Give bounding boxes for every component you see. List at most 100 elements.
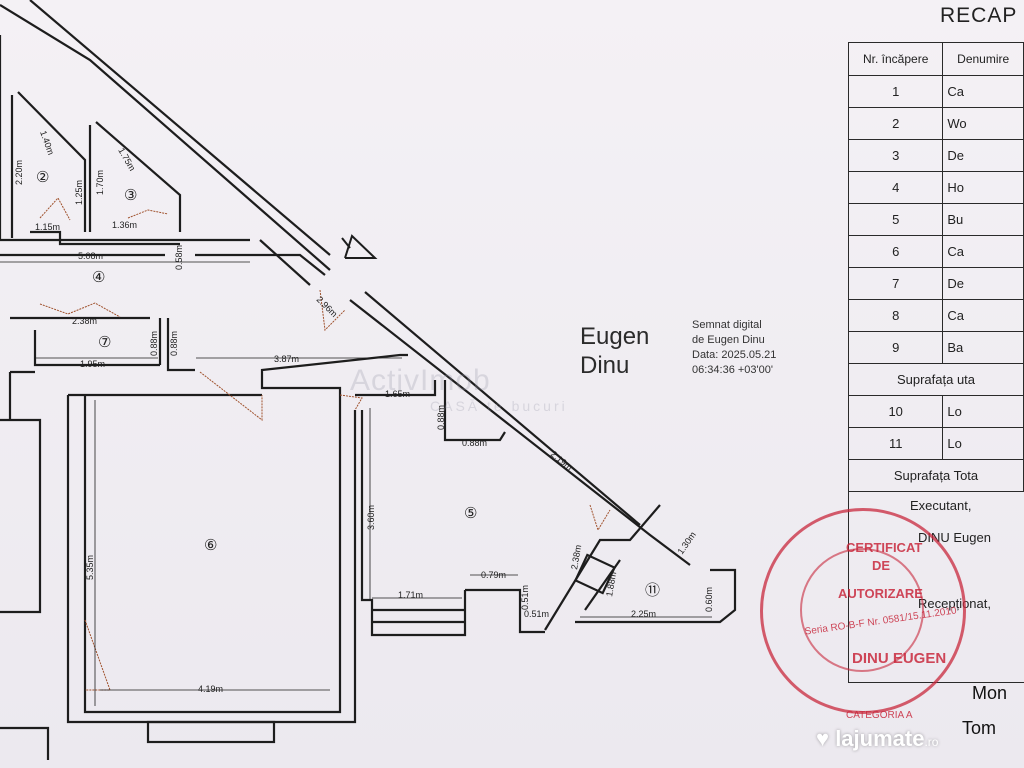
cell-den: Lo <box>942 427 1024 460</box>
dim-label: 2.96m <box>315 294 340 319</box>
dim-label: 1.40m <box>38 129 56 156</box>
cell-den: Ho <box>942 171 1024 204</box>
signature-last: Dinu <box>580 352 630 379</box>
signature-meta-line: Data: 2025.05.21 <box>692 349 777 361</box>
dim-label: 0.51m <box>520 585 530 610</box>
wall <box>0 726 50 760</box>
wall <box>0 35 250 242</box>
dim-label: 4.19m <box>198 684 223 694</box>
cell-den: Ba <box>942 331 1024 364</box>
signature-meta: Semnat digital de Eugen Dinu Data: 2025.… <box>692 318 776 378</box>
room-number: ⑪ <box>645 582 660 599</box>
signature-name: Eugen Dinu <box>580 322 649 380</box>
table-header: Nr. încăpere Denumire <box>847 42 1024 76</box>
room-number: ③ <box>124 187 137 204</box>
dim-label: 0.60m <box>704 587 714 612</box>
dim-label: 2.38m <box>569 544 583 570</box>
door-swing <box>339 394 363 411</box>
wall <box>29 0 331 256</box>
wall <box>30 230 180 246</box>
cell-nr: 2 <box>847 107 944 140</box>
executant-label: Executant, <box>910 498 972 513</box>
cell-nr: 6 <box>847 235 944 268</box>
stair-block <box>574 553 616 595</box>
arrow-icon <box>341 234 378 259</box>
dim-label: 0.79m <box>481 570 506 580</box>
room-number: ② <box>36 169 49 186</box>
wall <box>66 395 85 724</box>
watermark-logo: ActivImob <box>350 364 491 397</box>
total-label: Suprafața Tota <box>848 459 1024 492</box>
wall <box>544 504 661 631</box>
dim-label: 0.88m <box>169 331 179 356</box>
dim-label: 2.20m <box>14 160 24 185</box>
dim-label: 0.88m <box>436 405 446 430</box>
header-den: Denumire <box>942 42 1024 76</box>
wall <box>166 318 195 372</box>
dim-label: 2.25m <box>631 609 656 619</box>
signature-meta-line: Semnat digital <box>692 319 762 331</box>
door-swing <box>199 371 263 422</box>
cell-nr: 5 <box>847 203 944 236</box>
dim-label: 1.95m <box>80 359 105 369</box>
cell-den: Ca <box>942 299 1024 332</box>
brand-logo: ♥ lajumate.ro <box>816 726 938 752</box>
wall <box>575 568 737 624</box>
room-number: ⑦ <box>98 334 111 351</box>
cell-den: De <box>942 139 1024 172</box>
brand-name: lajumate <box>835 726 925 751</box>
cell-nr: 3 <box>847 139 944 172</box>
door-swing <box>319 289 346 332</box>
dim-label: 5.08m <box>78 251 103 261</box>
room-number: ⑤ <box>464 505 477 522</box>
wall <box>349 299 691 566</box>
header-nr: Nr. încăpere <box>847 42 944 76</box>
footer-text-mon: Mon <box>972 683 1008 703</box>
cell-den: Ca <box>942 235 1024 268</box>
cell-den: Lo <box>942 395 1024 428</box>
dim-label: 1.71m <box>398 590 423 600</box>
dim-label: 3.60m <box>366 505 376 530</box>
stamp-text: CATEGORIA A <box>846 710 913 721</box>
dim-label: 1.88m <box>604 571 618 597</box>
dim-label: 1.15m <box>35 222 60 232</box>
door-swing <box>127 209 169 219</box>
cell-den: Ca <box>942 75 1024 108</box>
dim-label: 3.87m <box>274 354 299 364</box>
wall <box>443 380 506 442</box>
certificate-stamp-inner <box>800 548 924 672</box>
dim-label: 1.75m <box>116 146 137 173</box>
cell-nr: 1 <box>847 75 944 108</box>
wall <box>465 588 545 634</box>
table-row: Suprafața Tota <box>848 459 1024 492</box>
stamp-text: DE <box>872 558 891 573</box>
dim-label: 0.88m <box>149 331 159 356</box>
recap-title: RECAP <box>940 4 1018 27</box>
wall <box>0 418 42 614</box>
wall <box>33 330 160 367</box>
wall <box>355 380 437 397</box>
cell-nr: 10 <box>847 395 944 428</box>
brand-tld: .ro <box>924 735 939 749</box>
dim-label: 2.38m <box>72 316 97 326</box>
wall <box>259 239 311 286</box>
dim-label: 1.36m <box>112 220 137 230</box>
signature-first: Eugen <box>580 323 650 350</box>
door-swing <box>84 619 111 691</box>
dim-label: 2.19m <box>549 449 575 473</box>
cell-den: De <box>942 267 1024 300</box>
dim-label: 1.30m <box>675 530 698 556</box>
dim-label: 0.58m <box>174 245 184 270</box>
wall <box>95 121 182 232</box>
heart-icon: ♥ <box>816 726 836 751</box>
cell-nr: 8 <box>847 299 944 332</box>
wall <box>0 4 331 271</box>
subtotal-label: Suprafața uta <box>848 363 1024 396</box>
